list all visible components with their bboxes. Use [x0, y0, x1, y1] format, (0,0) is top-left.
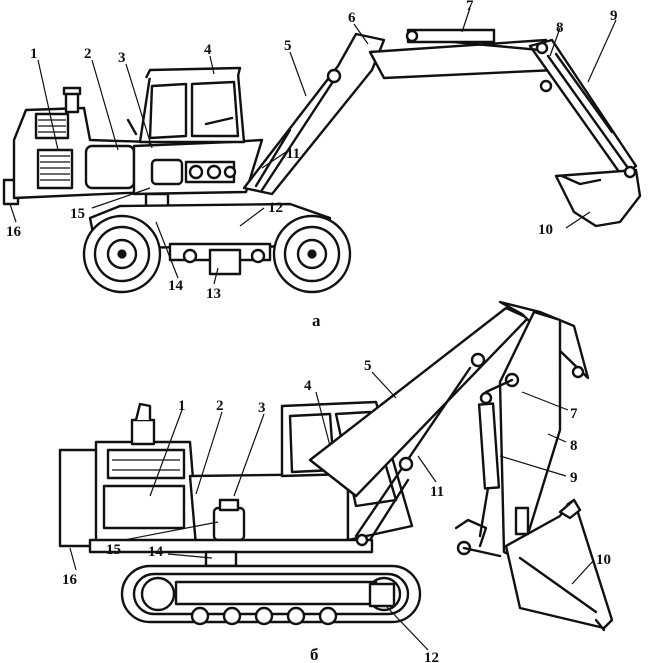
label-a-2: 2	[84, 46, 92, 62]
bucket-cylinder-b	[477, 402, 501, 490]
label-b-9: 9	[570, 470, 578, 486]
caption-b: б	[310, 645, 319, 663]
label-a-7: 7	[466, 0, 474, 14]
boom-cylinder-b	[354, 366, 472, 538]
crawler-excavator	[58, 300, 614, 632]
label-a-16: 16	[6, 224, 22, 240]
radiator-grille-lines-a	[40, 155, 70, 181]
label-a-6: 6	[348, 10, 356, 26]
leader-lines-b	[69, 371, 595, 651]
label-b-3: 3	[258, 400, 266, 416]
label-a-1: 1	[30, 46, 38, 62]
label-a-8: 8	[556, 20, 564, 36]
front-wheel-a	[82, 214, 162, 294]
label-a-9: 9	[610, 8, 618, 24]
label-a-4: 4	[204, 42, 212, 58]
label-b-15: 15	[106, 542, 121, 558]
gearbox-a	[208, 248, 242, 276]
label-a-15: 15	[70, 206, 85, 222]
label-a-3: 3	[118, 50, 126, 66]
engine-panel-b	[102, 484, 186, 530]
label-b-12: 12	[424, 650, 439, 663]
label-a-11: 11	[286, 146, 300, 162]
swivel-joint-b	[204, 550, 238, 568]
label-a-13: 13	[206, 286, 221, 302]
boom-cylinder-a	[260, 78, 336, 192]
cab-window-left-a	[148, 82, 188, 140]
deck-b	[88, 538, 374, 554]
boom-a	[242, 32, 386, 196]
label-b-1: 1	[178, 398, 186, 414]
crawler-track-b	[120, 564, 422, 626]
label-b-11: 11	[430, 484, 444, 500]
hydraulic-pumps-a	[150, 158, 237, 186]
counterweight-b	[58, 448, 102, 548]
exhaust-pipe-b	[130, 418, 156, 446]
wheeled-excavator	[2, 28, 642, 294]
engine-block-a	[84, 144, 136, 190]
label-b-2: 2	[216, 398, 224, 414]
label-a-5: 5	[284, 38, 292, 54]
label-b-10: 10	[596, 552, 611, 568]
hydraulic-pump-b	[212, 498, 246, 542]
cab-window-right-a	[190, 80, 240, 138]
stick-cylinder-b	[484, 378, 514, 394]
labels-a: 1 2 3 4 5 6 7 8 9 10 11 12 13 14 15 16	[6, 0, 618, 302]
bucket-a	[554, 168, 642, 228]
rear-wheel-a	[272, 214, 352, 294]
label-a-12: 12	[268, 200, 283, 216]
label-b-8: 8	[570, 438, 578, 454]
label-b-14: 14	[148, 544, 164, 560]
bucket-cylinder-a	[546, 54, 630, 170]
label-b-7: 7	[570, 406, 578, 422]
leader-lines-a	[9, 7, 617, 285]
label-b-16: 16	[62, 572, 78, 588]
caption-a: а	[312, 311, 321, 330]
labels-b: 1 2 3 4 5 7 8 9 10 11 12 14 15 16	[62, 358, 611, 663]
stick-a	[368, 38, 558, 80]
label-b-5: 5	[364, 358, 372, 374]
label-a-14: 14	[168, 278, 184, 294]
label-a-10: 10	[538, 222, 553, 238]
label-b-4: 4	[304, 378, 312, 394]
